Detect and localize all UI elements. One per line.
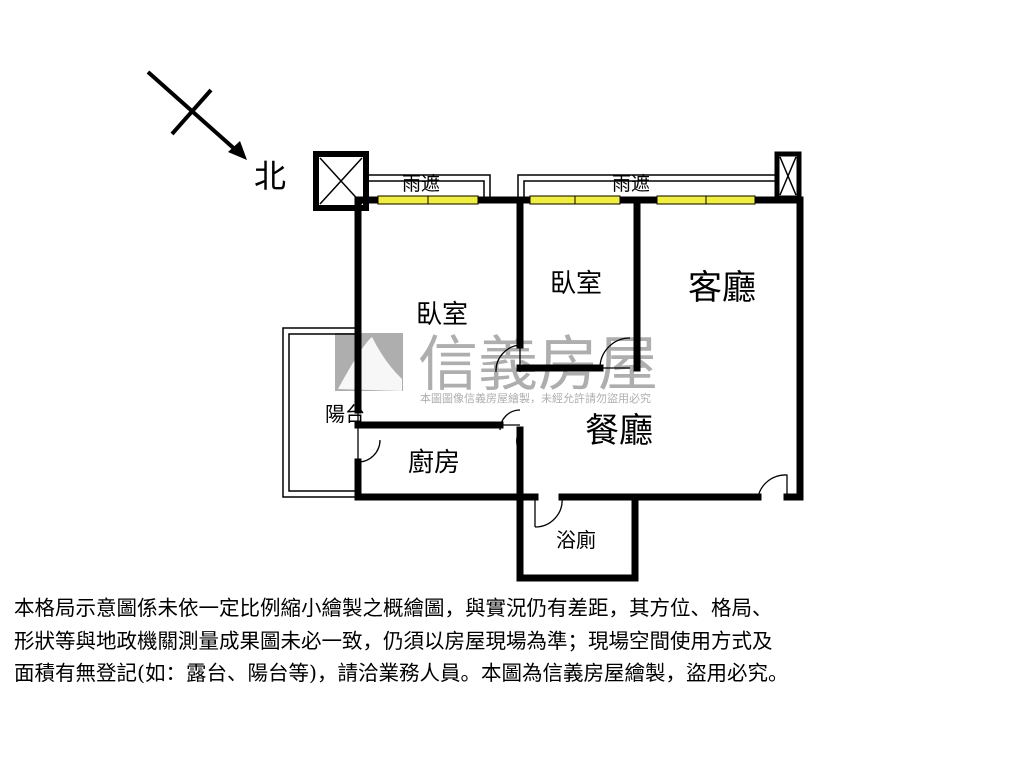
shaft-right bbox=[774, 151, 802, 201]
room-label-bedroom-left: 臥室 bbox=[416, 300, 468, 330]
room-label-kitchen: 廚房 bbox=[408, 448, 460, 478]
disclaimer-line: 形狀等與地政機關測量成果圖未必一致，仍須以房屋現場為準；現場空間使用方式及 bbox=[14, 628, 773, 653]
disclaimer-line: 本格局示意圖係未依一定比例縮小繪製之概繪圖，與實況仍有差距，其方位、格局、 bbox=[14, 596, 773, 620]
north-label: 北 bbox=[254, 157, 286, 195]
doors bbox=[357, 337, 788, 528]
canopy-label-left: 雨遮 bbox=[402, 173, 440, 195]
disclaimer-line: 面積有無登記(如：露台、陽台等)，請洽業務人員。本圖為信義房屋繪製，盜用必究。 bbox=[14, 661, 789, 685]
room-label-bedroom-mid: 臥室 bbox=[550, 269, 602, 299]
north-arrow-icon bbox=[146, 70, 247, 160]
windows bbox=[377, 195, 756, 205]
room-label-living-room: 客廳 bbox=[688, 268, 756, 308]
shaft-left bbox=[313, 151, 369, 211]
room-label-dining-room: 餐廳 bbox=[585, 411, 653, 451]
room-label-balcony: 陽台 bbox=[325, 402, 365, 426]
balcony-outline bbox=[282, 327, 358, 498]
canopy-label-right: 雨遮 bbox=[612, 173, 650, 195]
canopies bbox=[368, 174, 775, 200]
watermark-notice: 本圖圖像信義房屋繪製，未經允許請勿盜用必究 bbox=[420, 391, 651, 405]
room-label-bathroom: 浴廁 bbox=[556, 528, 596, 552]
disclaimer: 本格局示意圖係未依一定比例縮小繪製之概繪圖，與實況仍有差距，其方位、格局、 形狀… bbox=[14, 592, 1014, 690]
